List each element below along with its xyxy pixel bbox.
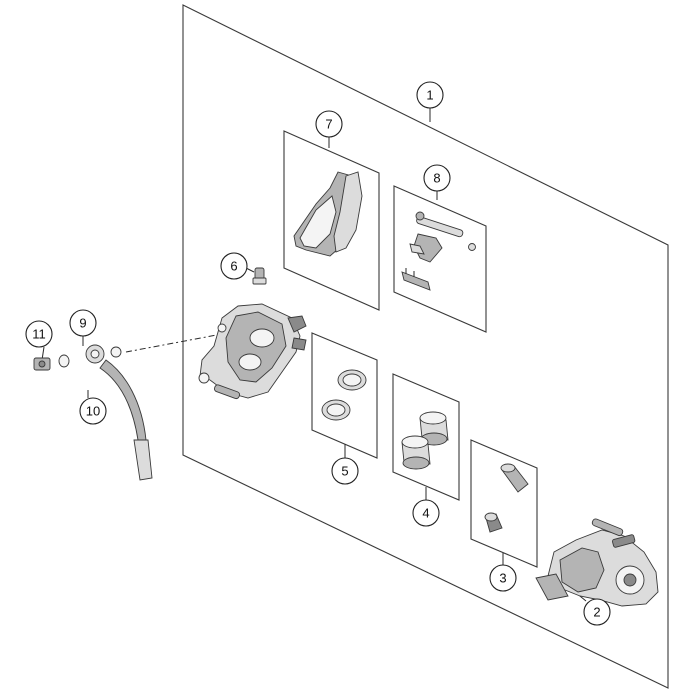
callout-circle bbox=[331, 457, 359, 485]
callout-number: 9 bbox=[79, 316, 86, 331]
callout-2: 2 bbox=[583, 598, 611, 626]
callout-number: 2 bbox=[593, 605, 600, 620]
callout-circle bbox=[412, 499, 440, 527]
callout-circle bbox=[69, 309, 97, 337]
callout-8: 8 bbox=[423, 164, 451, 192]
callout-number: 8 bbox=[433, 171, 440, 186]
callout-number: 4 bbox=[422, 506, 429, 521]
callout-11: 11 bbox=[25, 320, 53, 348]
callout-circle bbox=[416, 81, 444, 109]
callout-circle bbox=[489, 564, 517, 592]
brake-caliper-drawing bbox=[198, 303, 307, 400]
callout-circle bbox=[583, 598, 611, 626]
callout-6: 6 bbox=[220, 252, 248, 280]
seal-rings-drawing bbox=[321, 369, 367, 421]
callout-number: 5 bbox=[341, 464, 348, 479]
callout-circle bbox=[25, 320, 53, 348]
brake-pads-drawing bbox=[293, 171, 363, 257]
callout-circle bbox=[315, 110, 343, 138]
callout-1: 1 bbox=[416, 81, 444, 109]
callout-number: 7 bbox=[325, 117, 332, 132]
callout-5: 5 bbox=[331, 457, 359, 485]
callout-9: 9 bbox=[69, 309, 97, 337]
callout-10: 10 bbox=[79, 397, 107, 425]
guide-pins-drawing bbox=[484, 463, 529, 533]
callout-number: 3 bbox=[499, 571, 506, 586]
callout-number: 10 bbox=[86, 404, 100, 419]
callout-number: 6 bbox=[230, 259, 237, 274]
panel-guide-pin-kit bbox=[470, 439, 538, 568]
bleeder-screw-drawing bbox=[252, 267, 267, 285]
pistons-drawing bbox=[401, 411, 449, 470]
callout-circle bbox=[79, 397, 107, 425]
pad-pin-kit-drawing bbox=[401, 211, 476, 291]
callout-4: 4 bbox=[412, 499, 440, 527]
caliper-carrier-drawing bbox=[535, 518, 659, 607]
banjo-bolt-drawing bbox=[33, 357, 51, 371]
callout-number: 1 bbox=[426, 88, 433, 103]
callout-7: 7 bbox=[315, 110, 343, 138]
callout-circle bbox=[220, 252, 248, 280]
callout-number: 11 bbox=[32, 327, 46, 342]
callout-3: 3 bbox=[489, 564, 517, 592]
callout-circle bbox=[423, 164, 451, 192]
brake-line-drawing bbox=[85, 344, 153, 481]
panel-seal-ring-kit bbox=[311, 332, 378, 459]
sealing-washers-drawing bbox=[58, 346, 122, 368]
